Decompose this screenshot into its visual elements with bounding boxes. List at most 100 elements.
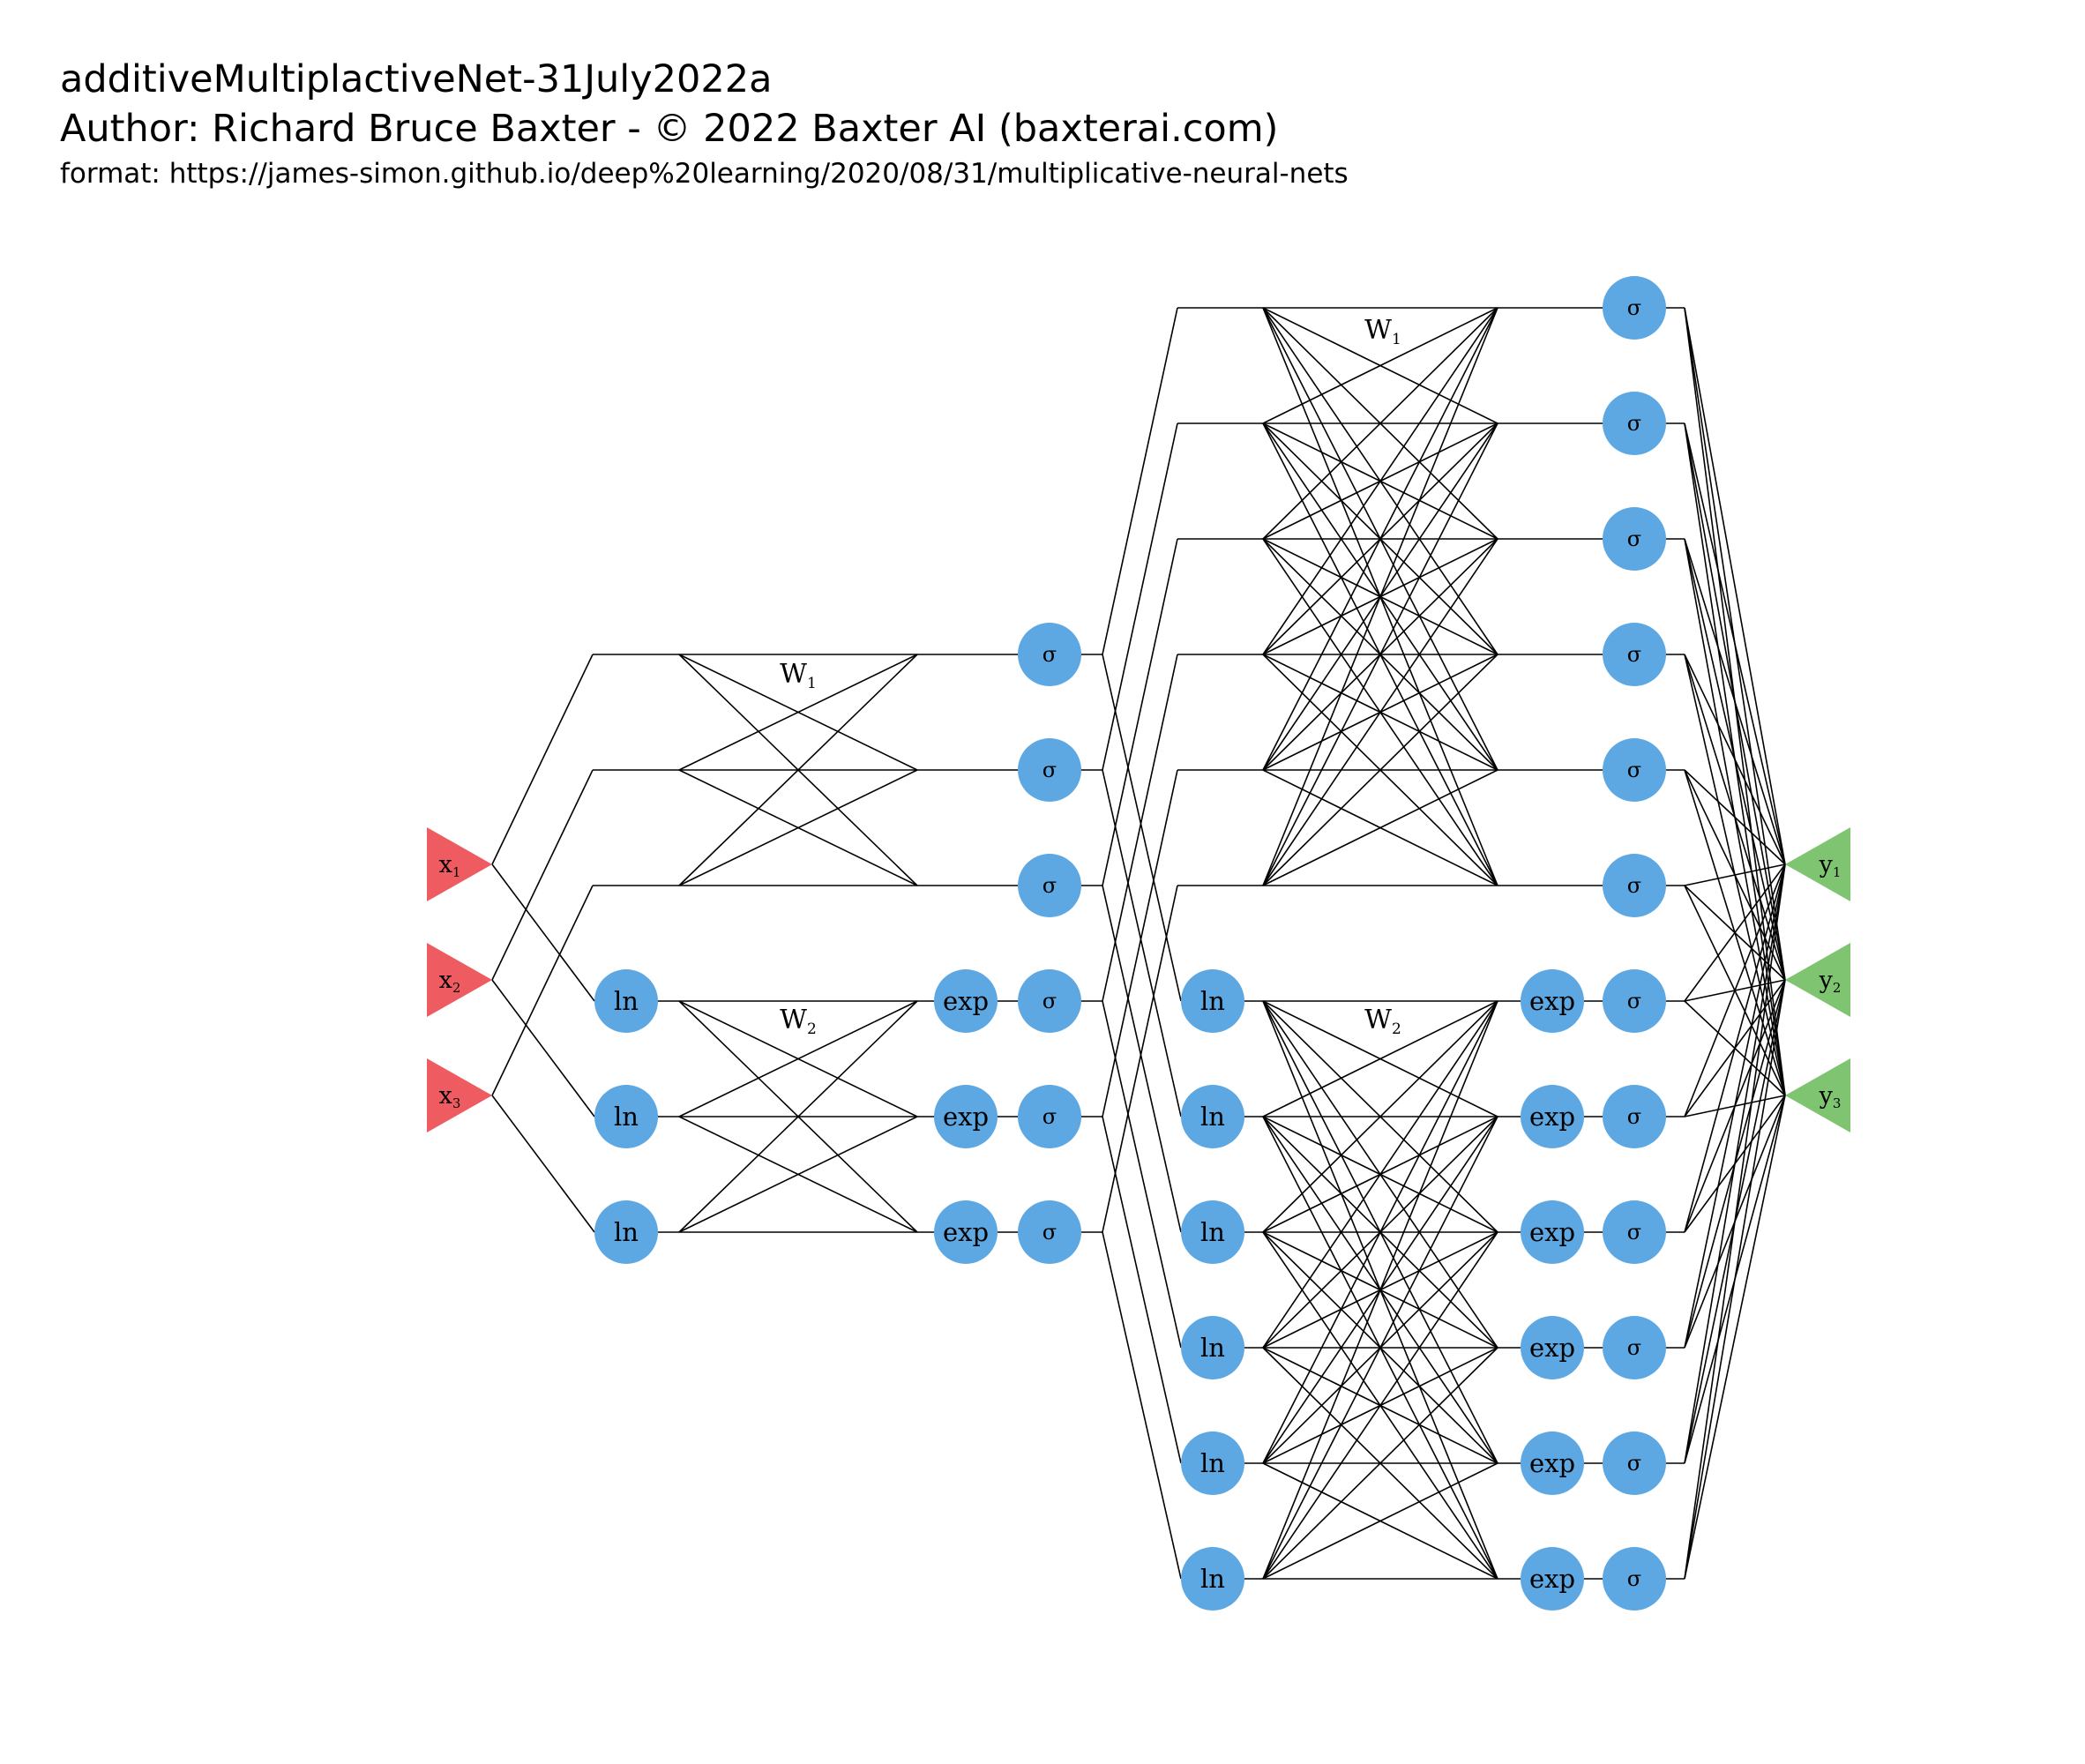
edge-weight-additive-2 bbox=[1262, 307, 1498, 424]
sigma-node-2-label: σ bbox=[1627, 1220, 1641, 1245]
sigma-node bbox=[1018, 854, 1081, 917]
sigma-node-2 bbox=[1603, 1547, 1666, 1611]
sigma-node-2-label: σ bbox=[1627, 989, 1641, 1013]
sigma-node-label: σ bbox=[1042, 758, 1057, 782]
edge-weight-multiplicative-2 bbox=[1262, 1000, 1498, 1349]
exp-node-2 bbox=[1521, 1316, 1584, 1379]
ln-node-2-label: ln bbox=[1200, 1217, 1225, 1247]
diagram-author: Author: Richard Bruce Baxter - © 2022 Ba… bbox=[60, 107, 1279, 151]
sigma-node-2 bbox=[1603, 969, 1666, 1033]
edge-to-output bbox=[1684, 863, 1786, 886]
edge-to-output bbox=[1684, 422, 1786, 865]
ln-node-label: ln bbox=[614, 1102, 639, 1132]
edge-to-output bbox=[1684, 654, 1786, 865]
edge-input-to-additive bbox=[491, 885, 594, 1096]
exp-node bbox=[934, 1200, 998, 1264]
output-label-y1: y1 bbox=[1819, 851, 1842, 881]
exp-node-2 bbox=[1521, 1431, 1584, 1495]
edge-to-output bbox=[1684, 863, 1786, 1349]
edge-to-additive-2 bbox=[1102, 885, 1178, 1233]
ln-node-2-label: ln bbox=[1200, 1564, 1225, 1594]
edge-input-to-additive bbox=[491, 769, 594, 981]
ln-node bbox=[594, 1200, 658, 1264]
edge-to-additive-2 bbox=[1102, 422, 1178, 771]
sigma-node-2-label: σ bbox=[1627, 873, 1641, 898]
edge-to-additive-2 bbox=[1102, 538, 1178, 886]
edge-to-additive-2 bbox=[1102, 654, 1178, 1002]
edge-input-to-ln bbox=[491, 1095, 595, 1233]
edge-to-output bbox=[1684, 863, 1786, 1580]
sigma-node-2-label: σ bbox=[1627, 295, 1641, 320]
edge-weight-additive-2 bbox=[1262, 654, 1498, 886]
exp-node-2 bbox=[1521, 1547, 1584, 1611]
sigma-node-2 bbox=[1603, 854, 1666, 917]
edge-weight-multiplicative-2 bbox=[1262, 1116, 1498, 1580]
ln-node-2-label: ln bbox=[1200, 986, 1225, 1016]
edge-input-to-additive bbox=[491, 654, 594, 865]
input-node-x2 bbox=[427, 943, 492, 1017]
output-label-y2: y2 bbox=[1819, 967, 1842, 997]
sigma-node-2 bbox=[1603, 1200, 1666, 1264]
sigma-node bbox=[1018, 623, 1081, 686]
ln-node-label: ln bbox=[614, 986, 639, 1016]
sigma-node-2-label: σ bbox=[1627, 642, 1641, 667]
sigma-node-2-label: σ bbox=[1627, 1104, 1641, 1129]
sigma-node-2-label: σ bbox=[1627, 1566, 1641, 1591]
edge-to-output bbox=[1684, 538, 1786, 865]
edge-weight-additive-2 bbox=[1262, 538, 1498, 886]
ln-node-label: ln bbox=[614, 1217, 639, 1247]
exp-node-2-label: exp bbox=[1529, 986, 1575, 1016]
edge-to-additive-2 bbox=[1102, 307, 1178, 655]
sigma-node-2-label: σ bbox=[1627, 758, 1641, 782]
sigma-node bbox=[1018, 1085, 1081, 1148]
weight-label-add-1: W1 bbox=[780, 659, 817, 693]
output-node-y3 bbox=[1785, 1058, 1850, 1132]
sigma-node-2 bbox=[1603, 392, 1666, 455]
ln-node-2 bbox=[1181, 1431, 1244, 1495]
edge-to-ln-2 bbox=[1102, 1116, 1182, 1464]
sigma-node-label: σ bbox=[1042, 1104, 1057, 1129]
edge-weight-multiplicative-2 bbox=[1262, 1000, 1498, 1580]
edge-weight-additive-2 bbox=[1262, 307, 1498, 771]
exp-node-label: exp bbox=[943, 1217, 989, 1247]
weight-label-mul-2: W2 bbox=[1364, 1005, 1401, 1039]
sigma-node-2 bbox=[1603, 623, 1666, 686]
edge-to-output bbox=[1684, 307, 1786, 865]
ln-node-2-label: ln bbox=[1200, 1333, 1225, 1363]
sigma-node-2 bbox=[1603, 1316, 1666, 1379]
exp-node-2-label: exp bbox=[1529, 1217, 1575, 1247]
exp-node-2 bbox=[1521, 969, 1584, 1033]
exp-node-2 bbox=[1521, 1200, 1584, 1264]
sigma-node bbox=[1018, 969, 1081, 1033]
edge-weight-multiplicative-2 bbox=[1262, 1000, 1498, 1464]
edge-to-output bbox=[1684, 1095, 1786, 1580]
ln-node-2 bbox=[1181, 1200, 1244, 1264]
edge-weight-multiplicative-2 bbox=[1262, 1462, 1498, 1580]
edge-weight-additive bbox=[678, 769, 918, 886]
edge-to-additive-2 bbox=[1102, 769, 1178, 1117]
exp-node bbox=[934, 1085, 998, 1148]
edge-weight-multiplicative bbox=[678, 1000, 918, 1233]
title-block: additiveMultiplactiveNet-31July2022a Aut… bbox=[60, 55, 1349, 192]
edge-input-to-ln bbox=[491, 979, 595, 1117]
ln-node-2 bbox=[1181, 1547, 1244, 1611]
sigma-node-2-label: σ bbox=[1627, 527, 1641, 551]
edge-weight-additive-2 bbox=[1262, 307, 1498, 655]
edge-weight-additive bbox=[678, 654, 918, 771]
output-label-y3: y3 bbox=[1819, 1082, 1842, 1112]
edge-weight-multiplicative-2 bbox=[1262, 1000, 1498, 1233]
sigma-node-2 bbox=[1603, 1085, 1666, 1148]
exp-node-label: exp bbox=[943, 1102, 989, 1132]
output-node-y1 bbox=[1785, 827, 1850, 901]
ln-node-2 bbox=[1181, 1316, 1244, 1379]
exp-node-2-label: exp bbox=[1529, 1448, 1575, 1478]
input-node-x3 bbox=[427, 1058, 492, 1132]
edge-weight-additive-2 bbox=[1262, 422, 1498, 886]
edge-to-output bbox=[1684, 863, 1786, 1464]
weight-label-add-2: W1 bbox=[1364, 315, 1401, 349]
diagram-title: additiveMultiplactiveNet-31July2022a bbox=[60, 57, 773, 101]
edge-weight-multiplicative-2 bbox=[1262, 1231, 1498, 1580]
sigma-node-2 bbox=[1603, 1431, 1666, 1495]
